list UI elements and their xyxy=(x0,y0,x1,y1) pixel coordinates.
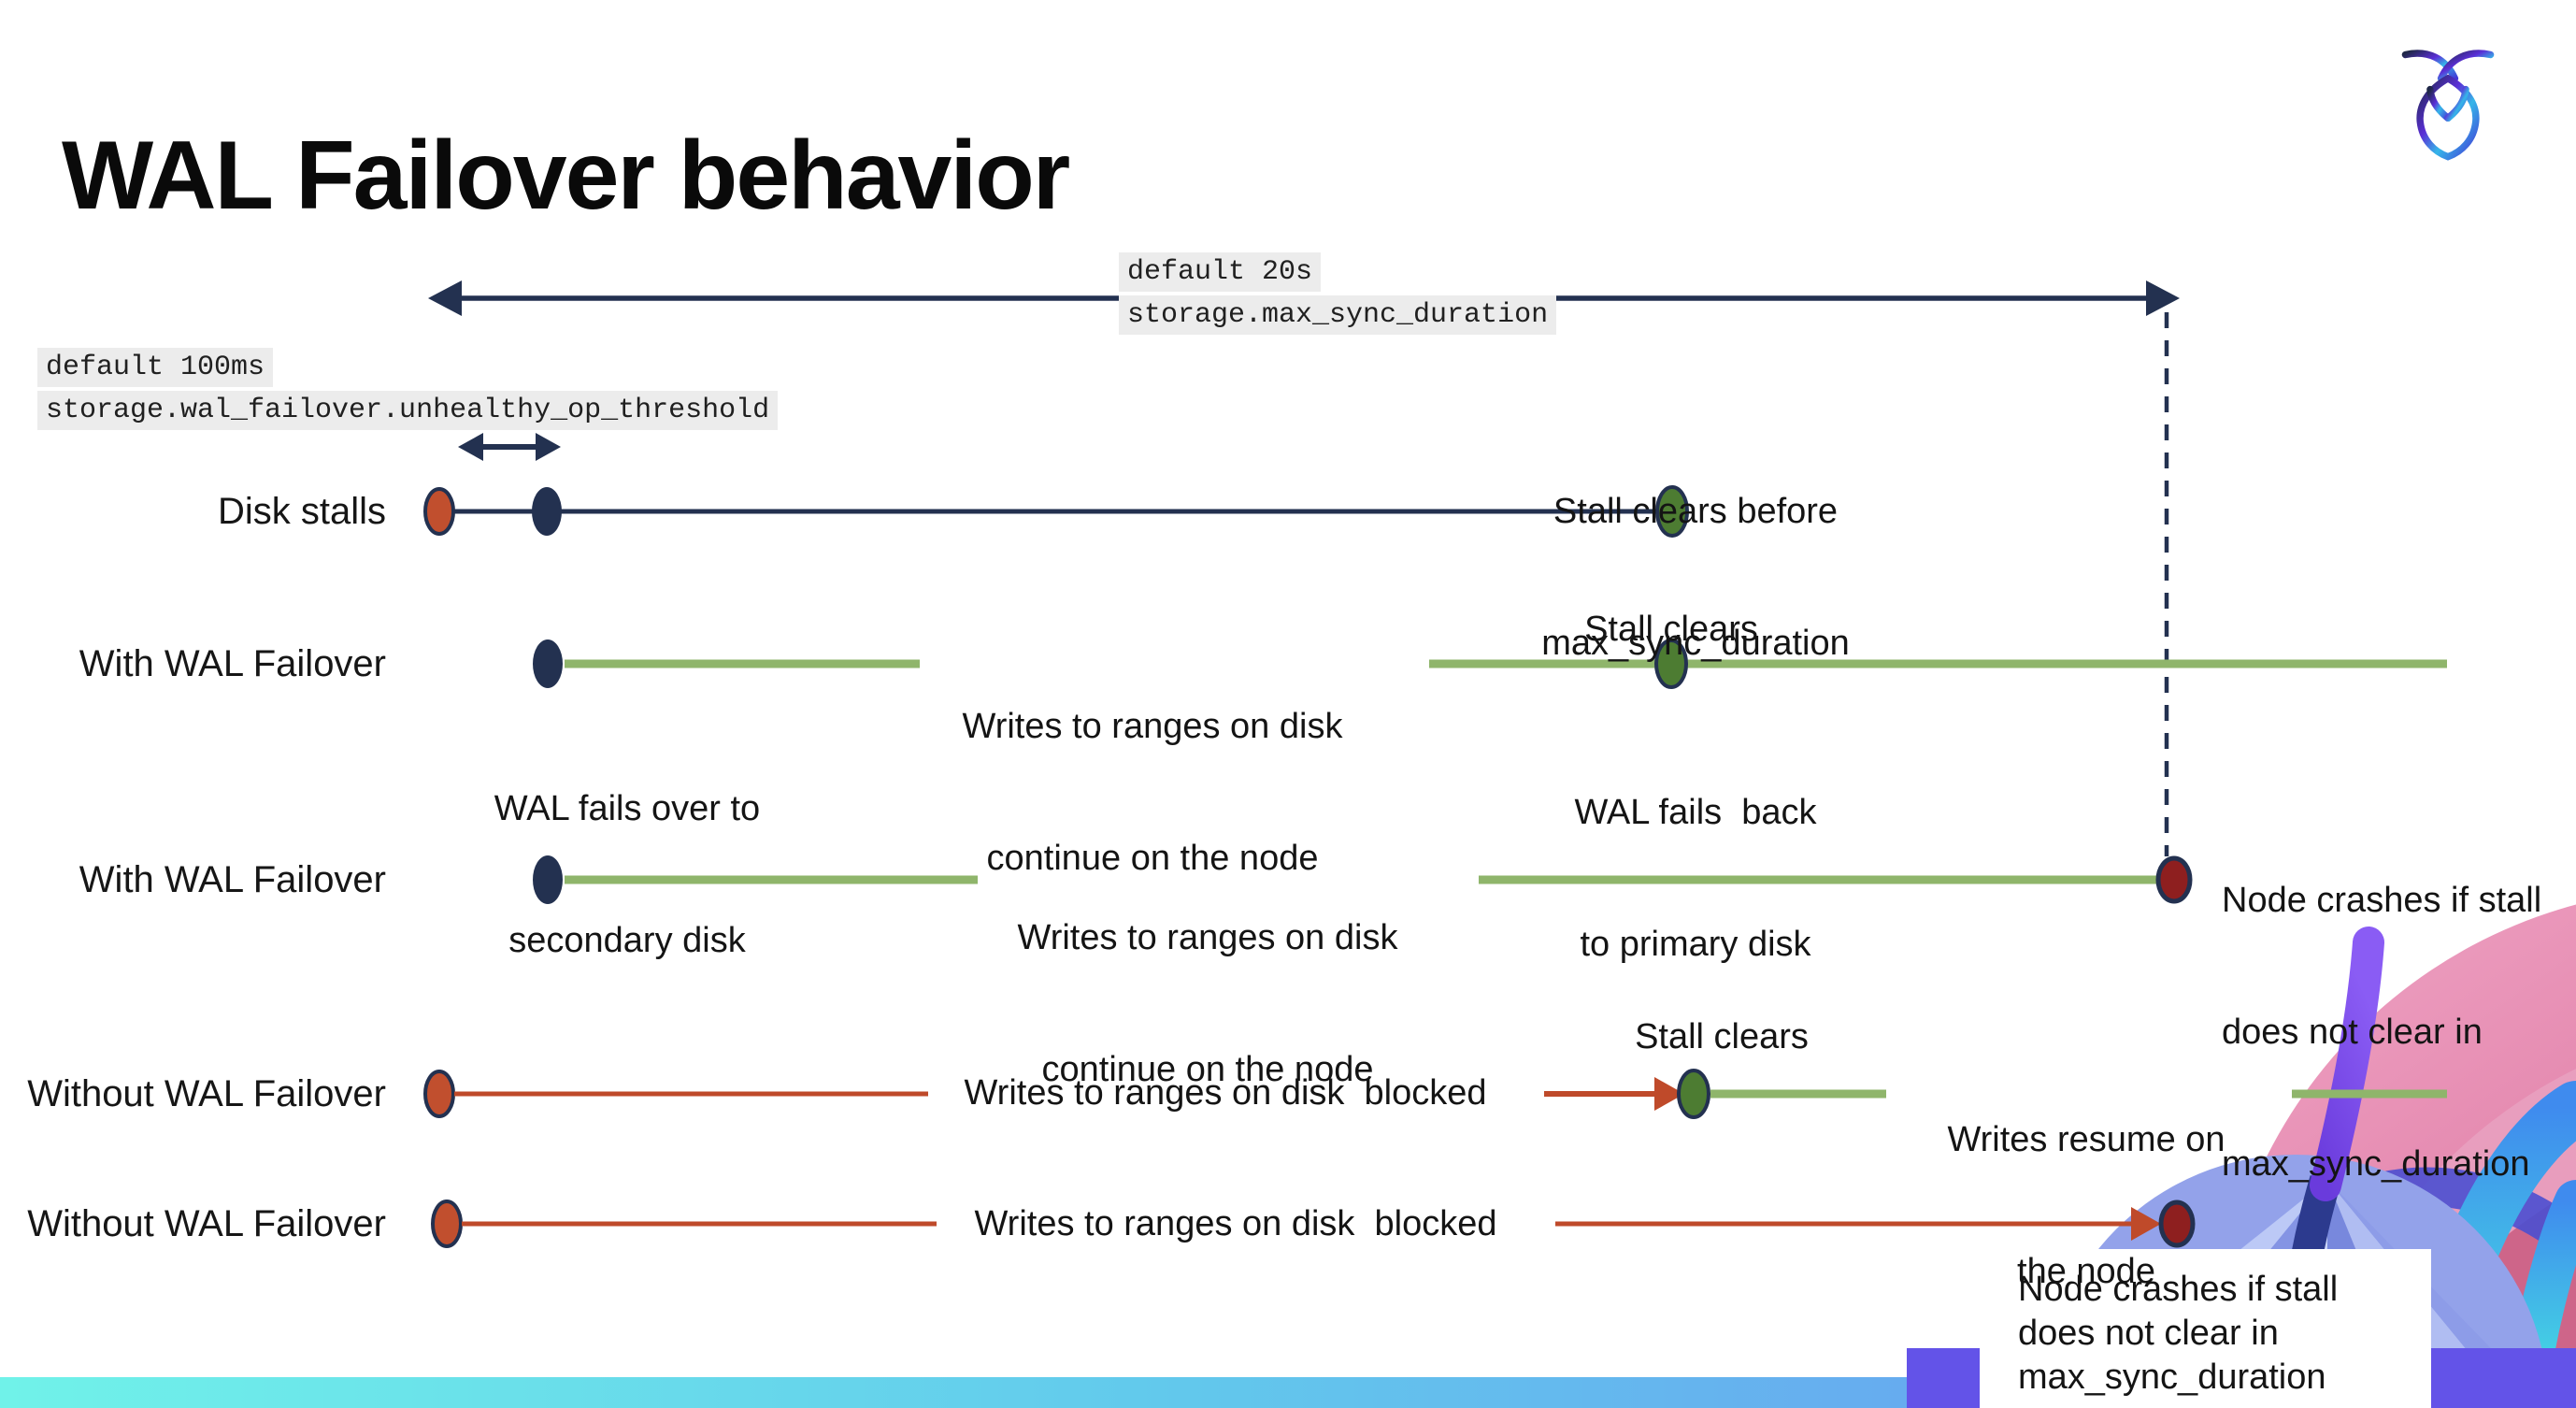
row-label-with-failover-1: With WAL Failover xyxy=(79,643,386,684)
stall-clears-note-1: Stall clears xyxy=(1584,610,1758,649)
crash-note-line: max_sync_duration xyxy=(2018,1358,2326,1397)
stall-clears-before-note: Stall clears before max_sync_duration xyxy=(1541,492,1850,663)
row-label-with-failover-2: With WAL Failover xyxy=(79,859,386,900)
setting-default-value: default 20s xyxy=(1119,252,1322,292)
writes-continue-note-1: Writes to ranges on disk continue on the… xyxy=(962,707,1343,878)
stall-start-dot xyxy=(431,1200,463,1248)
writes-blocked-note-2: Writes to ranges on disk blocked xyxy=(974,1204,1497,1243)
cockroachdb-logo-icon xyxy=(2401,50,2495,161)
row-label-without-failover-1: Without WAL Failover xyxy=(27,1073,386,1114)
stall-clears-note-2: Stall clears xyxy=(1635,1017,1809,1056)
threshold-dot xyxy=(532,487,562,536)
crash-note-line: Node crashes if stall xyxy=(2018,1270,2339,1309)
unhealthy-op-threshold-arrow xyxy=(458,433,561,461)
setting-name: storage.wal_failover.unhealthy_op_thresh… xyxy=(37,391,779,430)
timeline-with-failover-2 xyxy=(533,855,2193,904)
crash-dot xyxy=(2158,1200,2196,1248)
timeline-with-failover-1 xyxy=(533,639,2447,689)
stall-start-dot xyxy=(423,1070,455,1118)
crash-note-line: does not clear in xyxy=(2018,1314,2279,1353)
stall-clears-dot xyxy=(1654,639,1688,689)
wal-fails-over-note: WAL fails over to secondary disk xyxy=(494,789,761,960)
writes-blocked-note-1: Writes to ranges on disk blocked xyxy=(964,1073,1487,1113)
row-label-without-failover-2: Without WAL Failover xyxy=(27,1203,386,1244)
node-crashes-note-right: Node crashes if stall does not clear in … xyxy=(2222,881,2542,1184)
unhealthy-op-threshold-annotation: default 100ms storage.wal_failover.unhea… xyxy=(37,348,779,430)
stall-clears-dot xyxy=(1655,485,1689,538)
writes-resume-note: Writes resume on the node xyxy=(1947,1120,2225,1291)
timeline-without-failover-1 xyxy=(423,1069,2447,1119)
setting-name: storage.max_sync_duration xyxy=(1119,295,1557,335)
timeline-without-failover-2 xyxy=(431,1200,2196,1248)
stall-clears-dot xyxy=(1677,1069,1710,1119)
max-sync-duration-annotation: default 20s storage.max_sync_duration xyxy=(1119,252,1557,335)
setting-default-value: default 100ms xyxy=(37,348,274,387)
page-title: WAL Failover behavior xyxy=(62,121,1070,230)
stall-start-dot xyxy=(423,487,455,536)
timeline-disk-stalls xyxy=(423,485,1689,538)
failover-dot xyxy=(533,639,563,688)
crash-dot xyxy=(2155,855,2193,904)
wal-fails-back-note: WAL fails back to primary disk xyxy=(1574,793,1817,964)
failover-dot xyxy=(533,855,563,904)
crash-callout-box: Node crashes if stall does not clear in … xyxy=(1980,1249,2431,1408)
row-label-disk-stalls: Disk stalls xyxy=(217,491,386,532)
writes-continue-note-2: Writes to ranges on disk continue on the… xyxy=(1017,918,1398,1089)
